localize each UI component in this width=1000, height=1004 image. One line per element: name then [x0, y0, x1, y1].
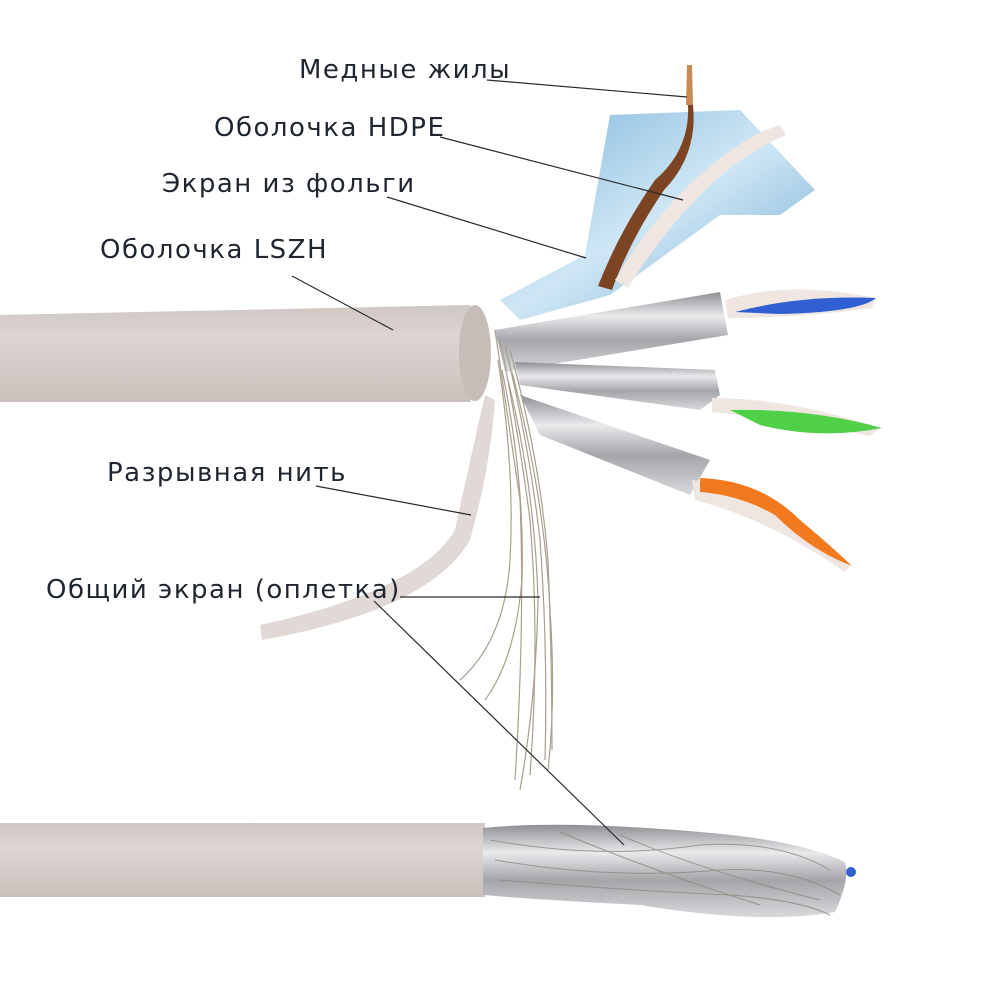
leader-line-foil [386, 196, 587, 259]
label-copper-conductors: Медные жилы [299, 55, 512, 85]
label-hdpe-insulation: Оболочка HDPE [214, 113, 446, 143]
label-ripcord: Разрывная нить [107, 458, 347, 488]
leader-line-braid-lower [373, 600, 625, 846]
label-overall-braid-shield: Общий экран (оплетка) [46, 575, 401, 605]
upper-cable [0, 65, 882, 791]
leader-line-ripcord [315, 485, 472, 516]
label-lszh-jacket: Оболочка LSZH [100, 235, 329, 265]
leader-line-lszh [291, 275, 394, 331]
leader-line-copper [486, 79, 688, 98]
lower-cable [0, 823, 856, 918]
leader-line-hdpe [439, 136, 684, 201]
label-foil-shield: Экран из фольги [162, 169, 416, 199]
leader-lines [291, 79, 688, 846]
